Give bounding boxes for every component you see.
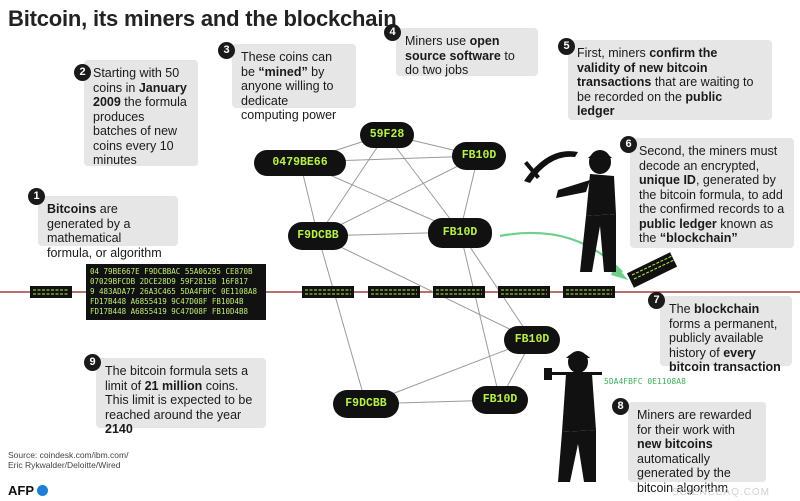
step-text-run: First, miners: [577, 46, 650, 60]
source-note: Source: coindesk.com/ibm.com/ Eric Rykwa…: [8, 450, 128, 470]
step-text-run: open source software: [405, 34, 501, 63]
miner-shovel-figure: [544, 351, 602, 482]
step-text-run: Miners are rewarded for their work with: [637, 408, 752, 437]
source-line-1: Source: coindesk.com/ibm.com/: [8, 450, 129, 460]
chain-block: [30, 286, 72, 298]
chain-block: [368, 286, 420, 298]
step-text-run: Starting with 50 coins in: [93, 66, 180, 95]
step-text-run: Bitcoins: [47, 202, 97, 216]
step-text-run: 2140: [105, 422, 133, 436]
step-6-badge: 6: [620, 136, 637, 153]
step-text-run: by anyone willing to dedicate computing …: [241, 64, 337, 123]
page-title: Bitcoin, its miners and the blockchain: [8, 6, 397, 31]
chain-block: [498, 286, 550, 298]
network-node: FB10D: [472, 386, 528, 414]
step-text-run: are generated by a mathematical formula,…: [47, 202, 162, 260]
step-text-run: January 2009: [93, 80, 187, 110]
network-node: FB10D: [428, 218, 492, 248]
chain-block: [433, 286, 485, 298]
step-text-run: public ledger: [639, 216, 717, 231]
network-node: F9DCBB: [333, 390, 399, 418]
step-2-badge: 2: [74, 64, 91, 81]
step-9-badge: 9: [84, 354, 101, 371]
step-text-run: coins. This limit is expected to be reac…: [105, 378, 253, 422]
step-text-run: every bitcoin transaction: [669, 345, 781, 375]
unique-id-label: 5DA4FBFC 0E1108A8: [604, 377, 686, 386]
step-text-run: forms a permanent, publicly available hi…: [669, 316, 778, 360]
step-text-run: These coins can be: [241, 50, 333, 79]
step-8-box: Miners are rewarded for their work with …: [628, 402, 766, 495]
block-code-marks: [33, 255, 675, 295]
afp-logo: AFP: [8, 483, 49, 498]
ledger-line: FD17B448 A6855419 9C47D08F FB10D4B8: [90, 307, 249, 316]
step-text-run: to do two jobs: [405, 48, 515, 78]
step-4-box: Miners use open source software to do tw…: [396, 28, 538, 78]
step-text-run: , generated by the bitcoin formula, to a…: [639, 173, 785, 216]
step-text-run: 21 million: [144, 378, 203, 393]
afp-logo-dot-icon: [37, 485, 49, 496]
step-5-box: First, miners confirm the validity of ne…: [568, 40, 772, 120]
afp-logo-text: AFP: [8, 483, 34, 498]
step-text-run: automatically generated by the bitcoin a…: [637, 451, 731, 495]
ledger-line: 07029BFCDB 2DCE28D9 59F2815B 16F817: [90, 277, 249, 286]
step-text-run: Second, the miners must decode an encryp…: [639, 144, 778, 173]
ledger-line: 04 79BE667E F9DCBBAC 55A06295 CE870B: [90, 267, 253, 276]
step-6-box: Second, the miners must decode an encryp…: [630, 138, 794, 248]
network-node: FB10D: [504, 326, 560, 354]
step-1-badge: 1: [28, 188, 45, 205]
step-5-badge: 5: [558, 38, 575, 55]
ledger-line: FD17B448 A6855419 9C47D08F FB10D4B: [90, 297, 244, 306]
step-3-box: These coins can be “mined” by anyone wil…: [232, 44, 356, 122]
step-text-run: public ledger: [577, 89, 723, 119]
step-text-run: that are waiting to be recorded on the: [577, 75, 754, 104]
step-7-badge: 7: [648, 292, 665, 309]
step-text-run: unique ID: [639, 173, 696, 187]
step-text-run: known as the: [639, 216, 774, 246]
miner-pickaxe-figure: [524, 150, 616, 272]
step-text-run: The: [669, 302, 695, 316]
chain-block: [302, 286, 354, 298]
step-9-box: The bitcoin formula sets a limit of 21 m…: [96, 358, 266, 436]
step-text-run: blockchain: [694, 302, 760, 316]
step-7-box: The blockchain forms a permanent, public…: [660, 296, 792, 374]
ledger-code-block: 04 79BE667E F9DCBBAC 55A06295 CE870B 070…: [86, 264, 266, 320]
step-text-run: The bitcoin formula sets a limit of: [105, 364, 249, 393]
step-text-run: new bitcoins: [637, 437, 713, 451]
step-text-run: “blockchain”: [659, 231, 738, 245]
step-text-run: confirm the validity of new bitcoin tran…: [577, 46, 718, 89]
source-line-2: Eric Rykwalder/Deloitte/Wired: [8, 460, 121, 470]
step-text-run: “mined”: [258, 64, 308, 79]
step-4-badge: 4: [384, 24, 401, 41]
network-node: 0479BE66: [254, 150, 346, 176]
network-node: 59F28: [360, 122, 414, 148]
ledger-line: 9 483ADA77 26A3C465 5DA4FBFC 0E1108A8: [90, 287, 258, 296]
step-1-box: Bitcoins are generated by a mathematical…: [38, 196, 178, 260]
step-2-box: Starting with 50 coins in January 2009 t…: [84, 60, 198, 167]
step-3-badge: 3: [218, 42, 235, 59]
network-node: F9DCBB: [288, 222, 348, 250]
chain-block: [563, 286, 615, 298]
step-text-run: Miners use: [405, 34, 470, 48]
step-text-run: the formula produces batches of new coin…: [93, 95, 187, 167]
watermark: SCIENCEAQ.COM: [671, 487, 770, 498]
step-8-badge: 8: [612, 398, 629, 415]
network-node: FB10D: [452, 142, 506, 170]
